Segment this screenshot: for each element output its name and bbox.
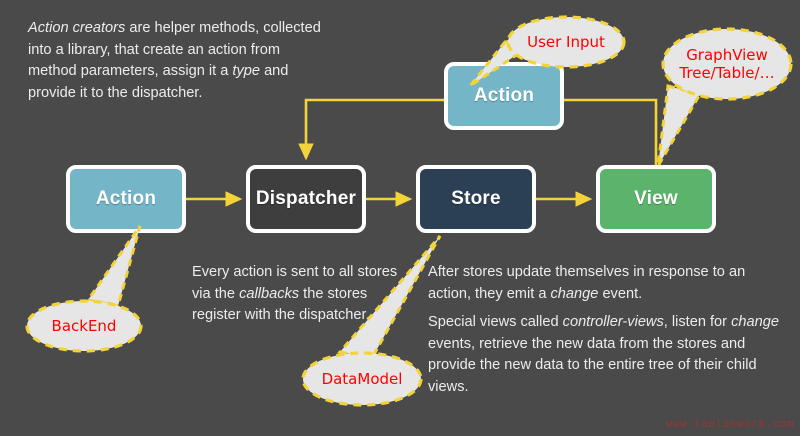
text-action-creators: Action creators are helper methods, coll… <box>28 20 321 101</box>
callout-ellipse <box>506 15 626 69</box>
watermark: www.laolanwork.com <box>665 417 794 430</box>
callout-label: DataModel <box>321 370 403 388</box>
node-action-creators[interactable]: Action <box>66 165 186 233</box>
callout-ellipse <box>661 27 793 101</box>
tail-datamodel <box>337 235 442 360</box>
node-label: View <box>634 188 678 209</box>
node-label: Store <box>451 188 501 209</box>
node-label: Dispatcher <box>255 188 357 209</box>
callout-label: GraphView Tree/Table/… <box>679 46 775 82</box>
callout-ellipse <box>25 299 143 353</box>
node-view[interactable]: View <box>596 165 716 233</box>
text-controller-views: Special views called controller-views, l… <box>428 314 779 395</box>
callout-label: User Input <box>527 33 605 51</box>
node-action-user-input[interactable]: Action <box>444 62 564 130</box>
callout-ellipse <box>301 351 423 407</box>
text-callbacks: Every action is sent to all stores via t… <box>192 264 398 323</box>
node-label: Action <box>473 85 535 106</box>
callout-label: BackEnd <box>51 317 117 335</box>
line-view-to-action-top <box>564 98 658 165</box>
text-stores-update: After stores update themselves in respon… <box>428 264 746 302</box>
arrow-action-top-to-dispatcher <box>298 98 444 161</box>
node-store[interactable]: Store <box>416 165 536 233</box>
callout-user-input[interactable]: User Input <box>505 14 627 70</box>
node-dispatcher[interactable]: Dispatcher <box>246 165 366 233</box>
callout-datamodel[interactable]: DataModel <box>300 350 424 408</box>
tail-backend <box>85 225 142 308</box>
callout-graphview[interactable]: GraphView Tree/Table/… <box>660 26 794 102</box>
tail-graphview <box>656 84 703 167</box>
callout-backend[interactable]: BackEnd <box>24 298 144 354</box>
node-label: Action <box>95 188 157 209</box>
